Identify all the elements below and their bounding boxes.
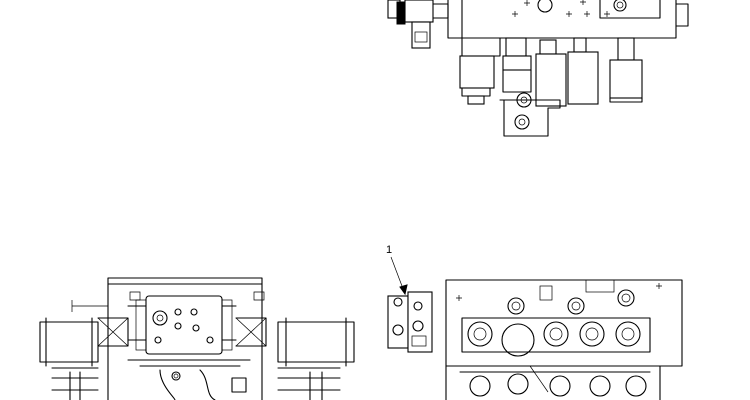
valve-body-top [447,0,689,39]
left-solenoid-front [39,317,129,391]
callout-label: 1 [386,244,392,256]
valve-front-view [39,277,355,400]
valve-top-view [387,0,689,137]
lower-ports-side [459,365,651,397]
upper-ports-side [456,279,662,315]
callout-1: 1 [386,244,408,296]
solenoid-cartridges-top [459,37,643,107]
center-manifold-front [127,295,237,355]
flange-row-side [461,317,651,357]
mounting-bracket-top [499,92,561,137]
solenoid-connector-top [387,0,449,49]
right-solenoid-front [235,317,355,391]
left-cartridge-side [387,291,433,353]
valve-side-view [387,279,683,400]
